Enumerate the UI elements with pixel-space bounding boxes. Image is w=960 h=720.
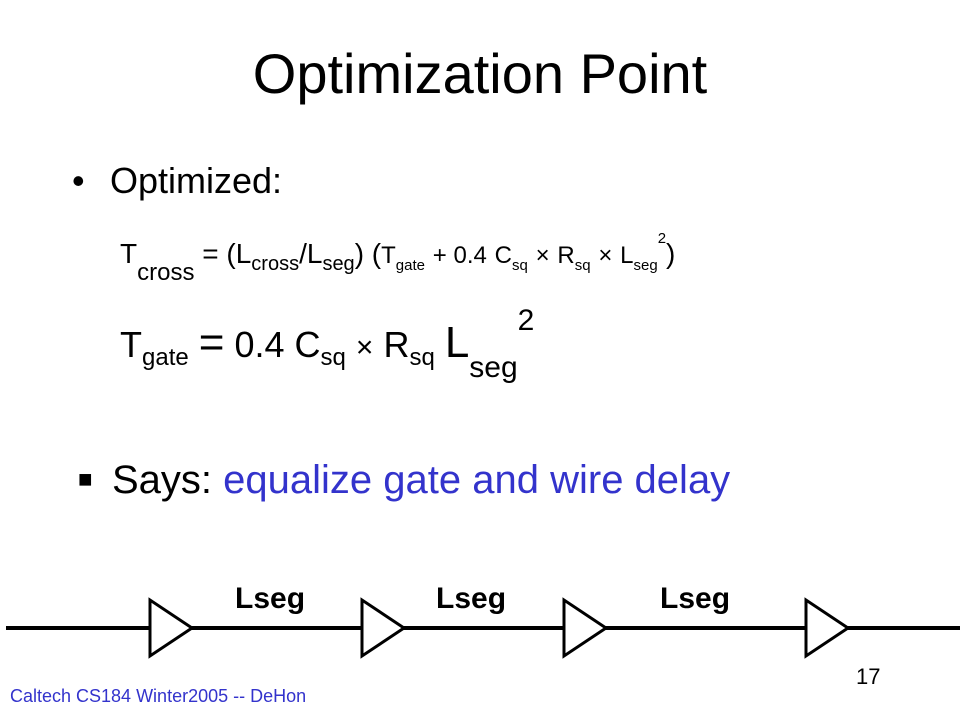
eq2-symbol-t: T <box>120 324 142 365</box>
equation-tcross: Tcross = (Lcross/Lseg) (Tgate + 0.4 Csq … <box>120 231 676 284</box>
eq1-exponent: 2 <box>657 229 667 247</box>
eq1-sub-sq1: sq <box>511 256 528 274</box>
segment-label: Lseg <box>235 582 305 615</box>
eq1-open-paren: ( <box>371 238 382 269</box>
eq1-close-paren2: ) <box>666 238 676 269</box>
eq2-equals: = <box>198 318 225 367</box>
buffer-icon <box>360 597 407 659</box>
eq1-symbol-c: C <box>494 242 512 269</box>
eq1-times2: × <box>598 242 613 269</box>
eq1-sub-seg2: seg <box>633 256 658 274</box>
eq1-symbol-l: L <box>620 242 634 269</box>
eq1-plus-coef: + 0.4 <box>432 242 487 269</box>
eq2-sub-sq1: sq <box>320 344 346 372</box>
eq2-symbol-c: C <box>294 324 321 365</box>
eq1-sub-cross2: cross <box>251 252 300 275</box>
eq1-symbol-t: T <box>120 238 138 269</box>
eq1-symbol-r: R <box>557 242 575 269</box>
square-bullet-icon: ■ <box>78 466 93 493</box>
eq1-symbol-t2: T <box>381 242 396 269</box>
eq1-lcross: (L <box>226 238 252 269</box>
eq1-slash-l: /L <box>299 238 323 269</box>
buffer-icon <box>562 597 609 659</box>
eq1-sub-sq2: sq <box>574 256 591 274</box>
eq1-close-paren: ) <box>354 238 365 269</box>
eq2-coef: 0.4 <box>234 324 285 365</box>
buffer-icon <box>804 597 851 659</box>
buffer-icon <box>148 597 195 659</box>
buffer-chain-diagram: Lseg Lseg Lseg <box>6 582 960 659</box>
segment-label: Lseg <box>660 582 730 615</box>
footer-credit: Caltech CS184 Winter2005 -- DeHon <box>10 686 307 706</box>
bullet-dot-icon: • <box>72 160 85 201</box>
eq1-sub-seg: seg <box>322 252 355 275</box>
eq2-symbol-l: L <box>444 318 470 367</box>
eq2-sub-sq2: sq <box>409 344 435 372</box>
eq2-sub-seg: seg <box>469 351 518 385</box>
bullet-says: ■ Says: equalize gate and wire delay <box>78 458 730 503</box>
eq2-exponent: 2 <box>517 304 535 337</box>
says-highlight: equalize gate and wire delay <box>223 458 731 502</box>
eq1-sub-gate: gate <box>395 256 425 274</box>
equation-tgate: Tgate = 0.4 Csq × Rsq Lseg 2 <box>120 306 534 383</box>
bullet-text: Optimized: <box>110 160 283 201</box>
slide-title: Optimization Point <box>252 42 708 105</box>
eq2-symbol-r: R <box>383 324 410 365</box>
eq1-sub-cross: cross <box>137 258 195 286</box>
eq1-equals: = <box>202 238 219 269</box>
segment-label: Lseg <box>436 582 506 615</box>
says-prefix: Says: <box>112 458 213 502</box>
bullet-optimized: • Optimized: <box>72 160 282 202</box>
eq2-times: × <box>355 331 374 364</box>
eq2-sub-gate: gate <box>142 344 189 372</box>
eq1-times1: × <box>535 242 550 269</box>
page-number: 17 <box>856 664 881 689</box>
